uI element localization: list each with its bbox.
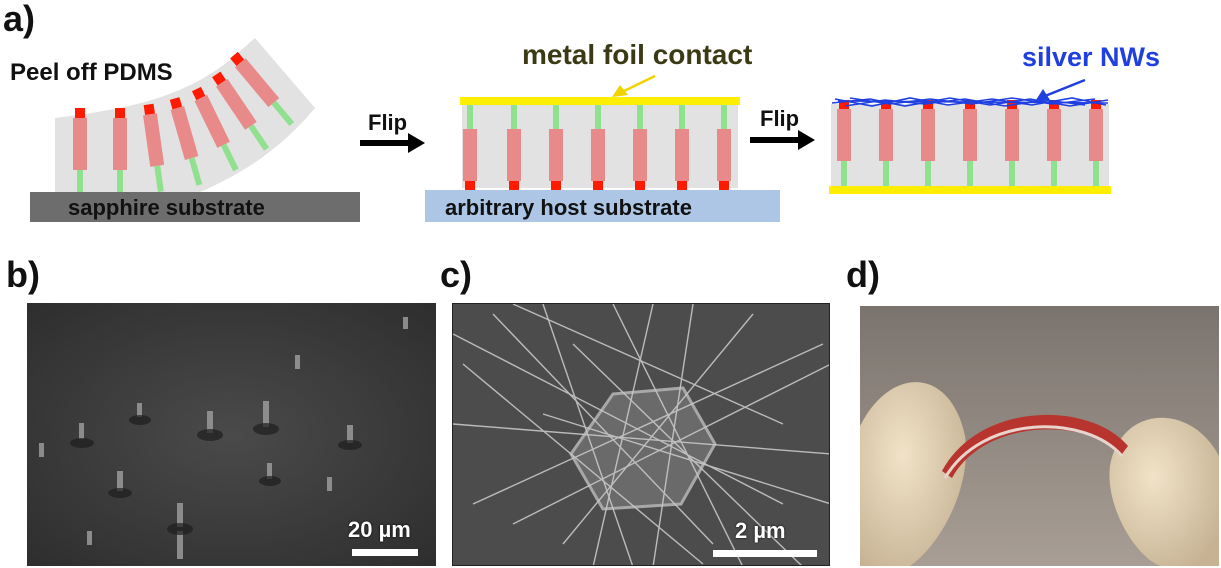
sem-image-b: 20 µm xyxy=(27,303,436,566)
host-substrate xyxy=(425,190,780,222)
panel-b-letter: b) xyxy=(6,254,40,295)
left-glove-finger xyxy=(860,382,967,566)
scalebar-b-label: 20 µm xyxy=(348,517,411,542)
host-substrate-label: arbitrary host substrate xyxy=(445,195,692,220)
sem-image-c: 2 µm xyxy=(452,303,830,566)
scalebar-c-label: 2 µm xyxy=(735,518,786,543)
silver-label: silver NWs xyxy=(1022,42,1160,72)
sem-b-texture xyxy=(27,303,436,566)
sapphire-substrate xyxy=(30,192,360,222)
photo-flexible-device xyxy=(860,306,1219,566)
sem-c-texture xyxy=(453,304,829,565)
scalebar-c xyxy=(713,550,817,557)
panel-a-letter: a) xyxy=(3,0,36,39)
right-glove-finger xyxy=(1109,417,1219,566)
step-transfer: metal foil contact arbitrary host substr… xyxy=(425,39,780,222)
fabrication-schematic: Peel off PDMS sapphire substrate Flip me… xyxy=(10,38,1160,222)
sapphire-label: sapphire substrate xyxy=(68,195,265,220)
photo-d-scene xyxy=(860,306,1219,566)
flip-arrow-1: Flip xyxy=(360,110,425,153)
peel-nanowires xyxy=(73,51,295,193)
flip-arrow-2: Flip xyxy=(750,106,815,150)
metal-foil-pointer xyxy=(621,74,656,94)
step-peel: Peel off PDMS sapphire substrate xyxy=(10,38,360,222)
metal-foil-bottom xyxy=(829,186,1111,194)
flip-label-1: Flip xyxy=(368,110,407,135)
metal-foil-label: metal foil contact xyxy=(522,39,752,70)
silver-pointer xyxy=(1044,78,1086,98)
metal-foil-top xyxy=(460,97,740,105)
peel-label: Peel off PDMS xyxy=(10,59,173,86)
panel-c-letter: c) xyxy=(440,254,473,295)
transfer-nanowires xyxy=(463,105,731,190)
scalebar-b xyxy=(352,549,418,556)
panel-d-letter: d) xyxy=(846,254,880,295)
step-silver: silver NWs xyxy=(829,42,1160,194)
flip-label-2: Flip xyxy=(760,106,799,131)
